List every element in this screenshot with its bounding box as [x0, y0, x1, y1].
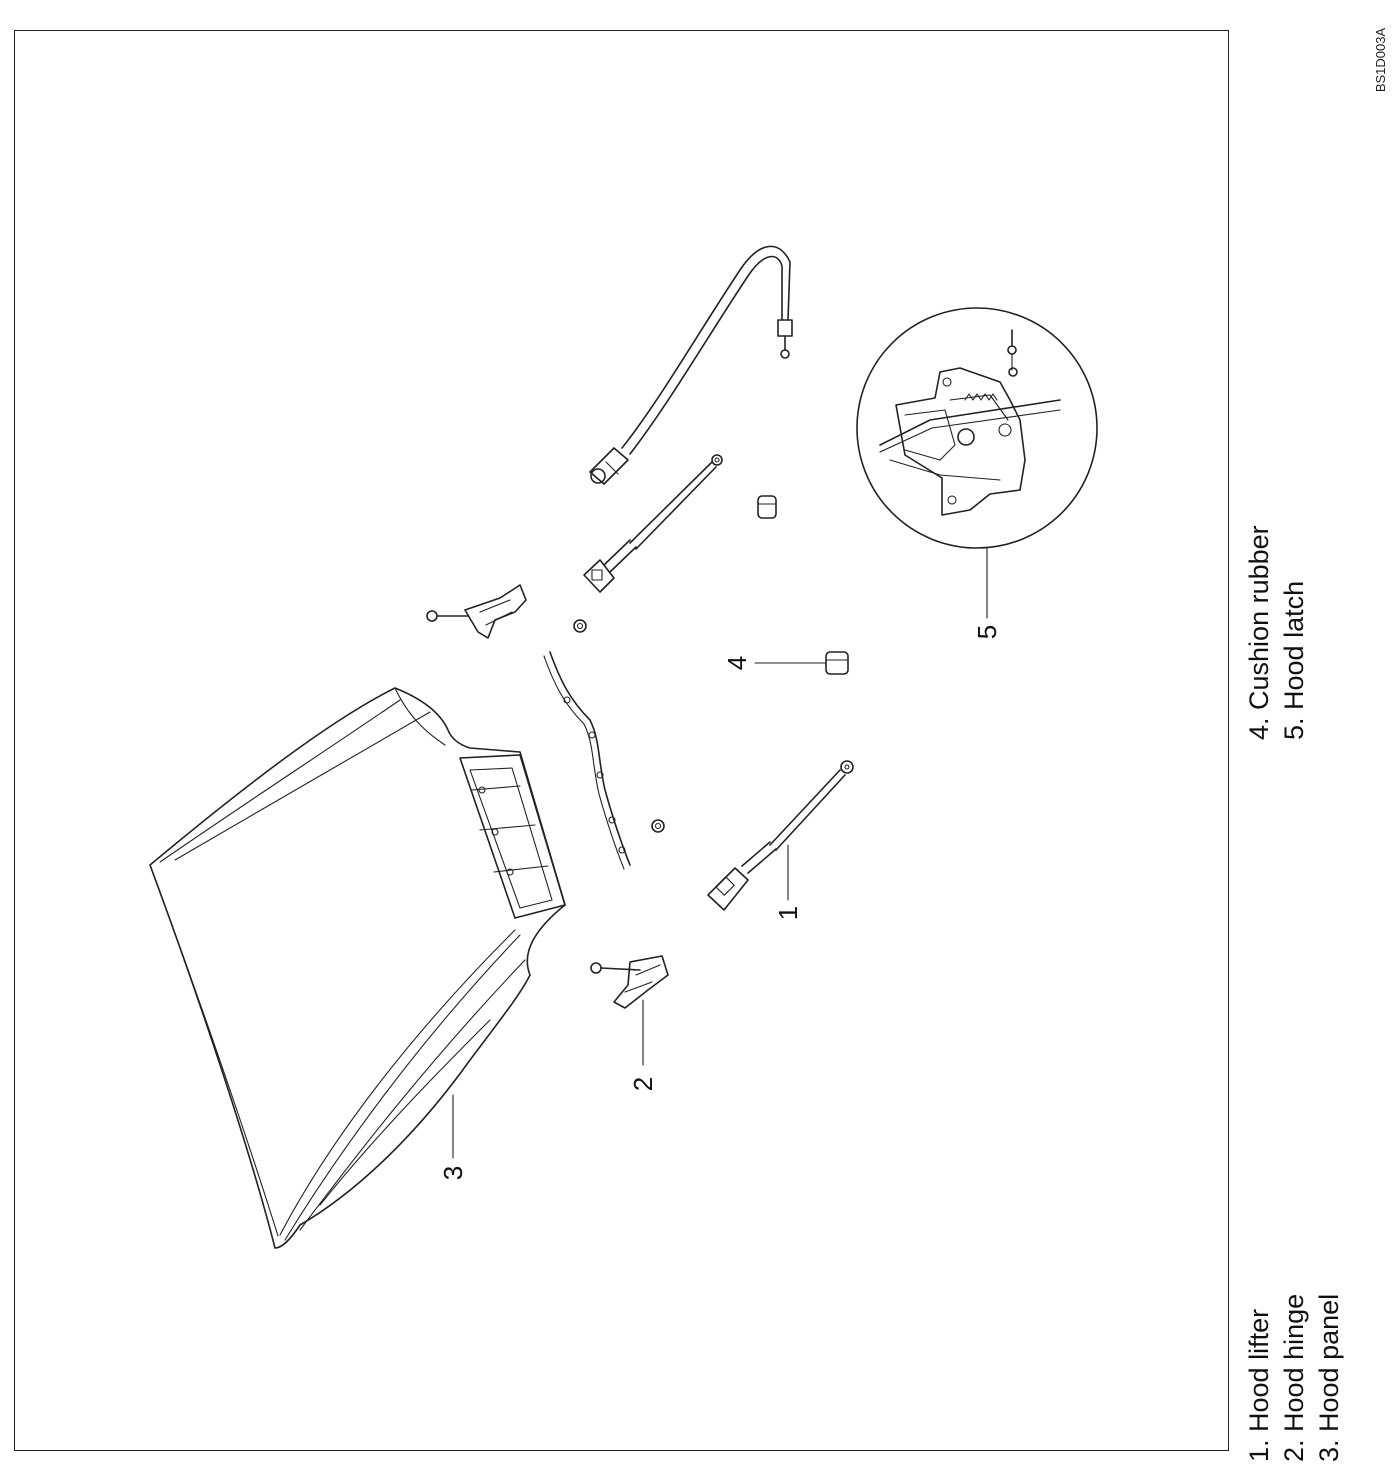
- cushion-rubber-upper: [757, 495, 777, 519]
- legend-item-cushion-rubber: 4. Cushion rubber: [1244, 525, 1274, 740]
- hood-lifter-upper: [583, 454, 723, 593]
- callout-5: 5: [972, 625, 1002, 639]
- hood-latch-detail: [856, 307, 1098, 549]
- legend-item-hood-hinge: 2. Hood hinge: [1279, 1294, 1309, 1462]
- callout-2: 2: [628, 1077, 658, 1091]
- legend-item-hood-latch: 5. Hood latch: [1279, 581, 1309, 740]
- legend-item-hood-panel: 3. Hood panel: [1314, 1294, 1344, 1462]
- legend: 1. Hood lifter 2. Hood hinge 3. Hood pan…: [1244, 525, 1344, 1462]
- leader-lines: [452, 547, 988, 1159]
- hood-seal-strip: [543, 619, 665, 870]
- hood-lifter-lower: [707, 760, 854, 911]
- callout-4: 4: [722, 656, 752, 670]
- figure-code: BS1D003A: [1373, 28, 1388, 93]
- hood-panel-shape: [149, 687, 566, 1249]
- cushion-rubber-lower: [825, 651, 849, 675]
- legend-item-hood-lifter: 1. Hood lifter: [1244, 1309, 1274, 1462]
- hood-hinge-lower: [590, 955, 669, 1009]
- diagram-frame: [14, 30, 1229, 1451]
- hood-hinge-upper: [426, 584, 527, 639]
- hood-release-cable: [589, 245, 793, 485]
- callout-3: 3: [438, 1166, 468, 1180]
- callout-1: 1: [773, 906, 803, 920]
